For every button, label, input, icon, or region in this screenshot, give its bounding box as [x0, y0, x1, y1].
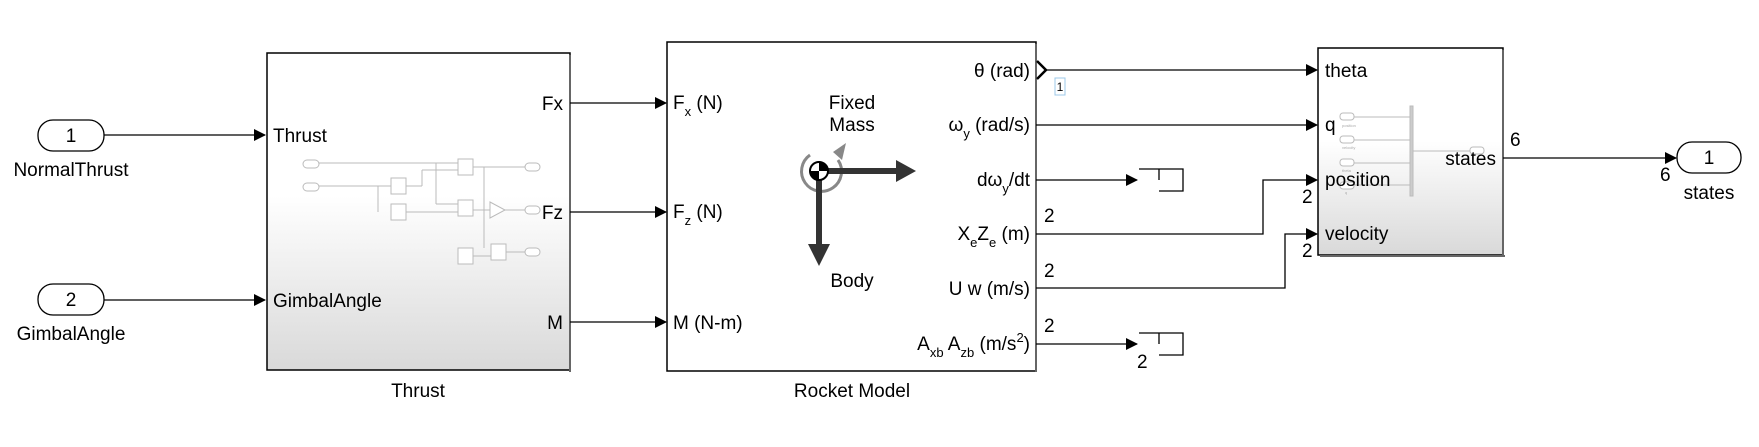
port-label-gimbal-angle: GimbalAngle — [273, 291, 382, 312]
port-number-badge-text: 1 — [1057, 80, 1064, 94]
port-chevron-icon — [1036, 60, 1048, 80]
mini-label: velocity — [1342, 145, 1355, 150]
inport-label: GimbalAngle — [17, 324, 126, 345]
body-axes-icon — [800, 143, 916, 266]
port-label-m-in: M (N-m) — [673, 313, 743, 334]
signal-dimension: 2 — [1044, 261, 1055, 282]
mini-label: q — [1345, 190, 1347, 195]
port-label-fx-in: Fx (N) — [673, 93, 723, 119]
signal-dimension: 2 — [1137, 352, 1148, 373]
port-label-fz-in: Fz (N) — [673, 202, 723, 228]
outport-label: states — [1684, 183, 1735, 204]
signal-line[interactable] — [1036, 228, 1318, 289]
outport-states[interactable]: 1 states — [1676, 141, 1742, 204]
states-bus-subsystem-block[interactable]: position velocity theta q theta q positi… — [1317, 47, 1505, 257]
port-label-position: XeZe (m) — [957, 224, 1030, 250]
port-label-domega: dωy/dt — [977, 170, 1031, 196]
port-label-m: M — [547, 313, 563, 334]
inport-normal-thrust[interactable]: 1 NormalThrust — [13, 119, 129, 181]
thrust-block-name: Thrust — [391, 381, 446, 402]
signal-dimension: 6 — [1510, 130, 1521, 151]
port-label-acceleration: Axb Azb (m/s2) — [917, 330, 1030, 360]
mini-label: position — [1342, 123, 1356, 128]
icon-text-mass: Mass — [829, 115, 874, 136]
port-label-theta-in: theta — [1325, 61, 1368, 82]
port-label-states-out: states — [1445, 149, 1496, 170]
port-label-theta: θ (rad) — [974, 61, 1030, 82]
port-label-q-in: q — [1325, 115, 1336, 136]
inport-label: NormalThrust — [13, 160, 129, 181]
signal-dimension: 2 — [1044, 316, 1055, 337]
port-label-velocity-in: velocity — [1325, 224, 1389, 245]
port-label-omega: ωy (rad/s) — [948, 115, 1030, 141]
outport-number: 1 — [1704, 148, 1715, 169]
terminator-block[interactable] — [1139, 332, 1184, 356]
port-label-thrust: Thrust — [273, 126, 328, 147]
thrust-subsystem-block[interactable]: Thrust GimbalAngle Fx Fz M — [266, 52, 571, 372]
signal-line[interactable] — [1036, 174, 1318, 235]
terminator-block[interactable] — [1139, 168, 1184, 192]
signal-dimension: 2 — [1302, 187, 1313, 208]
signal-dimension: 6 — [1660, 165, 1671, 186]
inport-gimbal-angle[interactable]: 2 GimbalAngle — [17, 283, 126, 345]
bus-mini-preview: position velocity theta q — [1339, 105, 1485, 197]
thrust-mini-preview — [302, 158, 541, 265]
inport-number: 2 — [66, 290, 77, 311]
mini-label: theta — [1342, 168, 1352, 173]
signal-dimension: 2 — [1302, 241, 1313, 262]
port-label-fz: Fz — [542, 203, 563, 224]
icon-text-fixed: Fixed — [829, 93, 875, 114]
port-label-velocity: U w (m/s) — [949, 279, 1030, 300]
inport-number: 1 — [66, 126, 77, 147]
icon-text-body: Body — [830, 271, 874, 292]
signal-dimension: 2 — [1044, 206, 1055, 227]
rocket-block-name: Rocket Model — [794, 381, 910, 402]
rocket-model-block[interactable]: Fx (N) Fz (N) M (N-m) Fixed Mass Body θ … — [666, 41, 1037, 372]
port-label-position-in: position — [1325, 170, 1391, 191]
port-number-badge — [1054, 77, 1066, 96]
port-label-fx: Fx — [542, 94, 564, 115]
